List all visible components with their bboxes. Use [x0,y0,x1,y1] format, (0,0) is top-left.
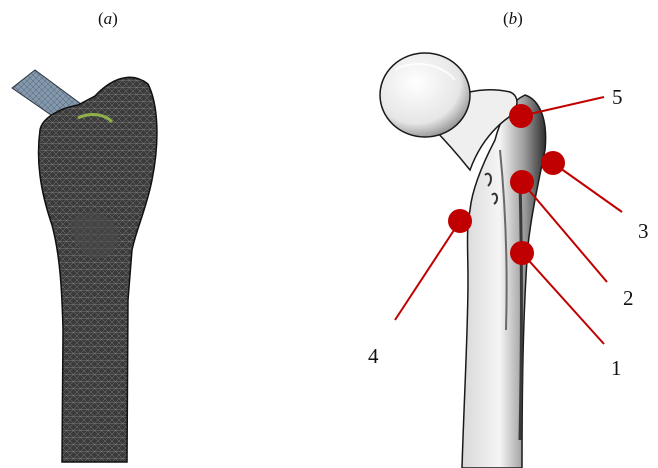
marker-label-2: 2 [623,286,634,310]
marker-label-4: 4 [368,344,379,368]
leader-line-1 [522,253,604,344]
mesh-femur-model [12,70,157,462]
marker-label-1: 1 [611,356,622,380]
leader-line-4 [395,221,460,320]
marker-2 [510,170,534,194]
marker-1 [510,241,534,265]
mesh-femur-body [39,77,157,462]
marker-5 [509,104,533,128]
marker-3 [541,151,565,175]
marker-label-5: 5 [612,85,623,109]
leader-line-3 [553,163,622,212]
femoral-head [380,53,470,137]
marker-4 [448,209,472,233]
marker-label-3: 3 [638,219,649,243]
